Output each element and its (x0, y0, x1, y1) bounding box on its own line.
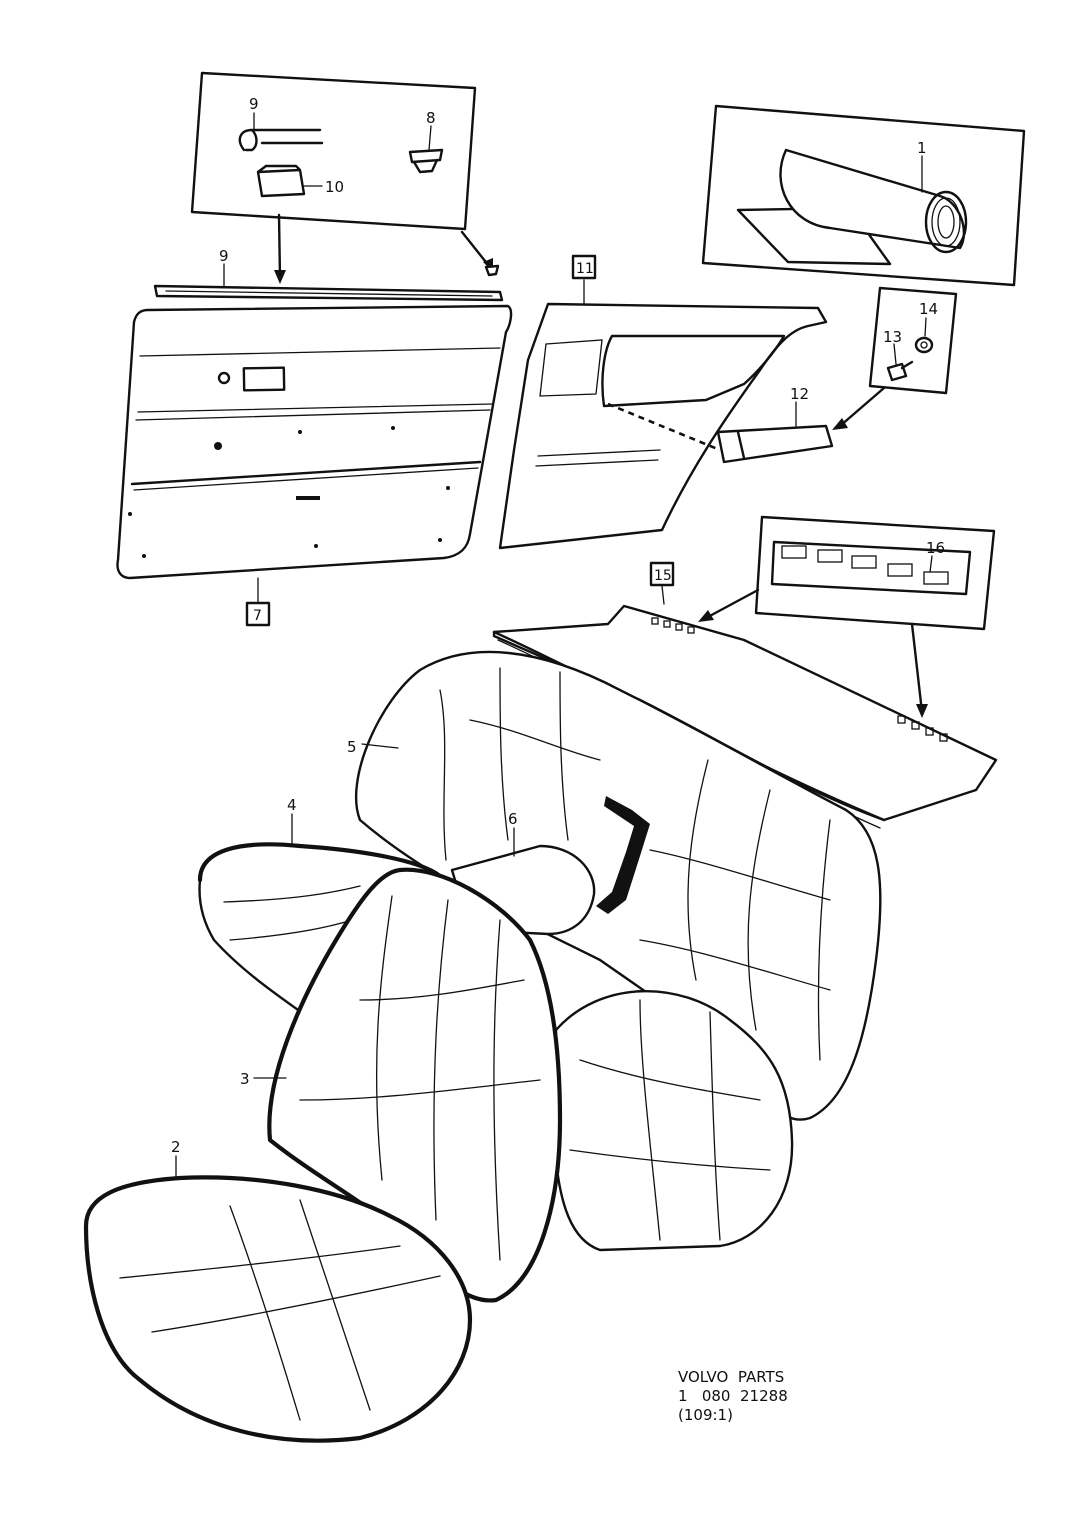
callout-1: 1 (917, 139, 927, 157)
inset-roll: 1 (701, 104, 1026, 287)
arrow-inset-to-clip (460, 230, 491, 268)
arrow-to-shelf-right (910, 622, 924, 714)
footer-line-3: (109:1) (678, 1406, 733, 1424)
callout-9-strip: 9 (219, 247, 229, 265)
footer-line-2: 1 080 21288 (678, 1387, 788, 1405)
armrest-part: 12 (716, 385, 834, 464)
callout-7: 7 (253, 608, 262, 624)
callout-9-inset: 9 (249, 95, 259, 113)
callout-10: 10 (325, 178, 344, 196)
footer-line-1: VOLVO PARTS (678, 1368, 785, 1386)
rear-door-panel: 11 (498, 254, 828, 550)
arrow-to-shelf-left (704, 588, 760, 620)
callout-8: 8 (426, 109, 436, 127)
front-seat-cushion-near: 2 (83, 1138, 473, 1443)
callout-13: 13 (883, 328, 902, 346)
callout-2: 2 (171, 1138, 181, 1156)
callout-6: 6 (508, 810, 518, 828)
callout-16: 16 (926, 539, 945, 557)
callout-5: 5 (347, 738, 357, 756)
strip-part: 9 (153, 247, 504, 302)
callout-3: 3 (240, 1070, 250, 1088)
callout-14: 14 (919, 300, 938, 318)
callout-11: 11 (576, 261, 594, 277)
arrow-inset-to-strip (277, 213, 282, 280)
inset-screws: 13 14 (868, 286, 958, 395)
callout-4: 4 (287, 796, 297, 814)
arrow-screws-to-armrest (838, 386, 886, 428)
callout-12: 12 (790, 385, 809, 403)
inset-clip-strip: 16 (754, 515, 996, 631)
front-door-panel: 7 (116, 304, 513, 627)
inset-clips: 9 8 10 (190, 71, 477, 231)
footer-ref: VOLVO PARTS 1 080 21288 (109:1) (678, 1368, 788, 1425)
rear-seat-cushion (554, 989, 794, 1252)
callout-15: 15 (654, 568, 672, 584)
